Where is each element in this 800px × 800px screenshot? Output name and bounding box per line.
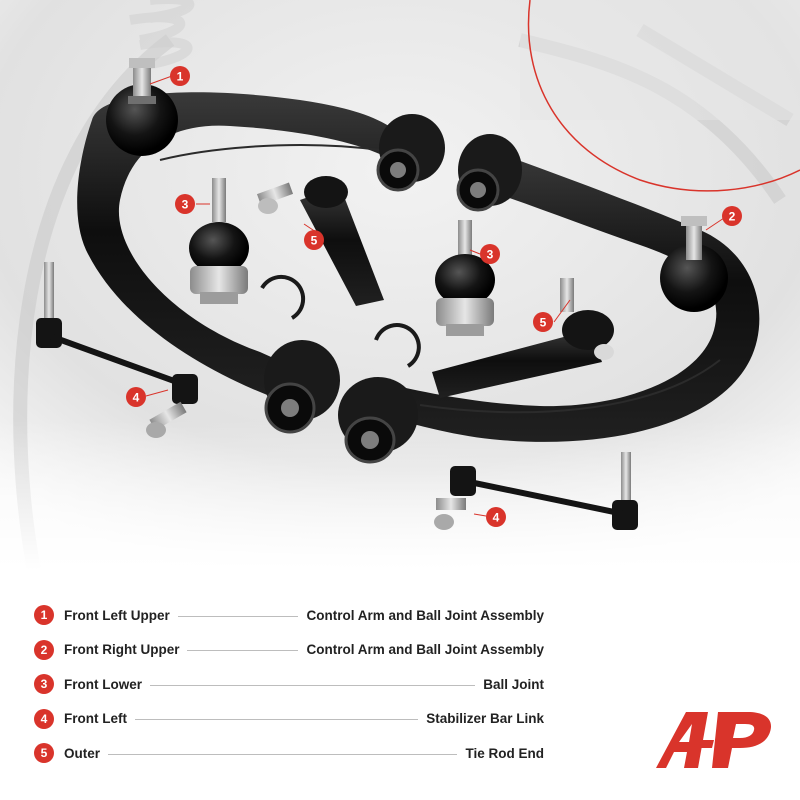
legend-leader-line — [108, 753, 458, 755]
background-spring — [129, 0, 195, 70]
legend-row: 2 Front Right Upper Control Arm and Ball… — [34, 633, 544, 668]
callout-3a: 3 — [175, 194, 210, 214]
callout-5b: 5 — [533, 299, 571, 332]
legend-part-name: Control Arm and Ball Joint Assembly — [306, 607, 544, 623]
accent-arc — [527, 0, 800, 192]
legend-position: Front Left — [64, 711, 127, 727]
callout-2: 2 — [705, 206, 742, 231]
legend-position: Front Left Upper — [64, 607, 170, 623]
legend-part-name: Stabilizer Bar Link — [426, 711, 544, 727]
callout-4a: 4 — [126, 387, 169, 407]
front-right-upper-control-arm — [338, 134, 760, 464]
snap-ring-left — [260, 274, 306, 320]
legend-row: 4 Front Left Stabilizer Bar Link — [34, 702, 544, 737]
legend-leader-line — [177, 615, 299, 617]
legend-leader-line — [135, 719, 419, 721]
legend-number-badge: 4 — [34, 708, 54, 729]
legend-row: 1 Front Left Upper Control Arm and Ball … — [34, 598, 544, 633]
legend-position: Outer — [64, 745, 101, 761]
svg-text:4: 4 — [493, 511, 500, 525]
svg-text:3: 3 — [182, 198, 189, 212]
legend-leader-line — [187, 650, 299, 652]
callout-4b: 4 — [473, 507, 506, 527]
parts-photo: 1 2 3 3 4 4 5 — [0, 0, 800, 570]
front-left-upper-control-arm — [77, 58, 445, 434]
parts-legend: 1 Front Left Upper Control Arm and Ball … — [34, 598, 544, 771]
svg-text:4: 4 — [133, 391, 140, 405]
legend-row: 3 Front Lower Ball Joint — [34, 667, 544, 702]
legend-number-badge: 1 — [34, 605, 54, 626]
svg-text:5: 5 — [540, 316, 547, 330]
front-lower-ball-joint-left — [189, 178, 249, 304]
front-lower-ball-joint-right — [435, 220, 495, 336]
legend-number-badge: 5 — [34, 743, 54, 764]
callout-1: 1 — [149, 66, 190, 86]
callout-5a: 5 — [303, 223, 324, 250]
svg-text:2: 2 — [729, 210, 736, 224]
svg-text:3: 3 — [487, 248, 494, 262]
svg-text:1: 1 — [177, 70, 184, 84]
legend-leader-line — [150, 684, 476, 686]
legend-number-badge: 3 — [34, 674, 54, 695]
legend-part-name: Control Arm and Ball Joint Assembly — [306, 642, 544, 658]
legend-position: Front Right Upper — [64, 642, 180, 658]
legend-part-name: Tie Rod End — [465, 745, 544, 761]
legend-number-badge: 2 — [34, 639, 54, 660]
snap-ring-right — [374, 323, 421, 368]
legend-row: 5 Outer Tie Rod End — [34, 736, 544, 771]
svg-text:5: 5 — [311, 234, 318, 248]
stabilizer-bar-link-left — [36, 262, 198, 438]
legend-part-name: Ball Joint — [483, 676, 544, 692]
outer-tie-rod-end-right — [432, 278, 614, 398]
legend-position: Front Lower — [64, 676, 142, 692]
callout-3b: 3 — [469, 244, 500, 264]
stabilizer-bar-link-right — [434, 452, 638, 530]
outer-tie-rod-end-left — [256, 176, 384, 306]
brand-logo-icon — [656, 712, 772, 768]
